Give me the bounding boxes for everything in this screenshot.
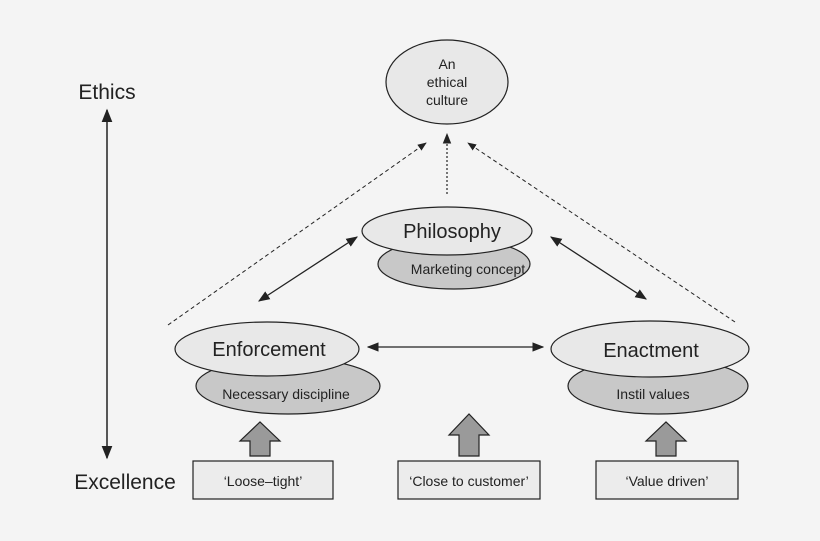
- enforcement-ellipse: [174, 321, 360, 377]
- axis-top-label: Ethics: [78, 81, 135, 104]
- box-close-to-customer: [397, 460, 541, 500]
- enforcement-label: Enforcement: [212, 339, 326, 361]
- box-value-driven: [595, 460, 739, 500]
- philosophy-ellipse: [361, 206, 533, 256]
- arrow-philosophy-enactment: [550, 236, 647, 300]
- box-loose-tight: [192, 460, 334, 500]
- dashed-arrow-right: [467, 142, 736, 323]
- box-value-driven-label: ‘Value driven’: [625, 473, 708, 489]
- philosophy-label: Philosophy: [403, 221, 501, 243]
- philosophy-sub-label: Marketing concept: [411, 261, 526, 277]
- up-arrow-center: [447, 413, 491, 457]
- up-arrow-left: [238, 421, 282, 457]
- enactment-sub-label: Instil values: [616, 386, 689, 402]
- culture-line-1: An: [438, 56, 455, 72]
- box-close-to-customer-label: ‘Close to customer’: [409, 473, 529, 489]
- up-arrow-right: [644, 421, 688, 457]
- box-loose-tight-label: ‘Loose–tight’: [224, 473, 303, 489]
- culture-ellipse: [385, 39, 509, 125]
- culture-line-2: ethical: [427, 74, 467, 90]
- dashed-arrow-left: [167, 142, 427, 326]
- enactment-ellipse: [550, 320, 750, 378]
- enactment-label: Enactment: [603, 340, 699, 362]
- arrow-philosophy-enforcement: [258, 236, 358, 302]
- culture-line-3: culture: [426, 92, 468, 108]
- axis-bottom-label: Excellence: [74, 471, 176, 494]
- enforcement-sub-label: Necessary discipline: [222, 386, 350, 402]
